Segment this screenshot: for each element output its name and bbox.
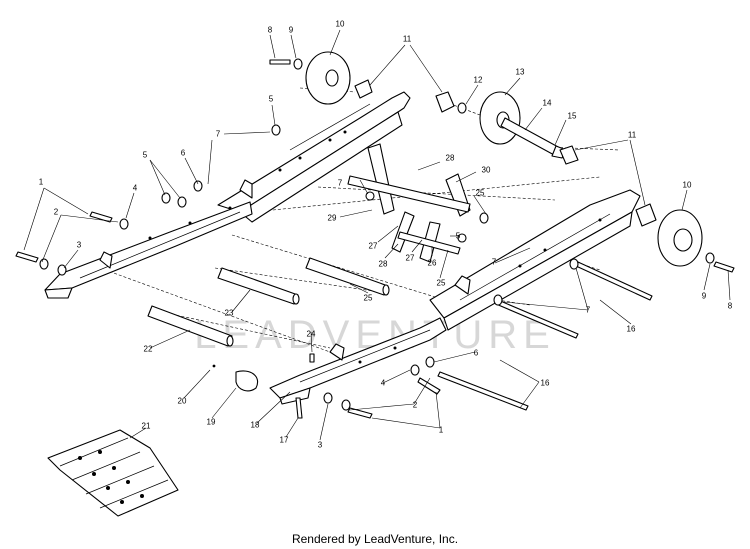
callout-5: 5 — [456, 232, 461, 241]
callout-8: 8 — [728, 302, 733, 311]
callout-25: 25 — [364, 294, 373, 303]
callout-6: 6 — [474, 349, 479, 358]
left-rail — [44, 201, 253, 299]
callout-4: 4 — [381, 379, 386, 388]
callout-2: 2 — [54, 208, 59, 217]
callout-22: 22 — [144, 345, 153, 354]
bracket-rear — [239, 179, 253, 199]
callout-8: 8 — [268, 26, 273, 35]
callout-26: 26 — [428, 259, 437, 268]
idler-wheel-10-top — [305, 51, 373, 105]
callout-16: 16 — [627, 325, 636, 334]
idler-wheel-13 — [479, 91, 567, 159]
callout-9: 9 — [289, 26, 294, 35]
callout-1: 1 — [39, 178, 44, 187]
callout-27: 27 — [406, 254, 415, 263]
callout-29: 29 — [328, 214, 337, 223]
callout-10: 10 — [336, 20, 345, 29]
callout-16: 16 — [541, 379, 550, 388]
callout-27: 27 — [369, 242, 378, 251]
block-11-right — [559, 145, 579, 165]
callout-11: 11 — [628, 131, 637, 140]
callout-21: 21 — [142, 422, 151, 431]
right-rail — [429, 189, 641, 331]
callout-13: 13 — [516, 68, 525, 77]
callout-4: 4 — [133, 184, 138, 193]
bracket-4-left — [99, 251, 113, 269]
callout-9: 9 — [702, 292, 707, 301]
block-11-top — [435, 91, 455, 113]
callout-7: 7 — [586, 306, 591, 315]
link-arms — [347, 143, 471, 263]
callout-labels: 8 9 10 11 12 13 14 15 11 10 9 8 5 7 5 6 … — [39, 20, 733, 450]
cross-tubes — [147, 257, 390, 347]
callout-5: 5 — [269, 95, 274, 104]
callout-15: 15 — [568, 112, 577, 121]
callout-3: 3 — [77, 241, 82, 250]
alignment-lines — [99, 87, 621, 353]
leader-lines — [23, 29, 731, 441]
callout-24: 24 — [307, 330, 316, 339]
callout-1: 1 — [439, 426, 444, 435]
callout-28: 28 — [446, 154, 455, 163]
fasteners — [15, 58, 735, 419]
callout-7: 7 — [338, 179, 343, 188]
callout-11: 11 — [403, 35, 412, 44]
idler-wheel-10-right — [635, 203, 703, 267]
front-rail — [269, 317, 447, 405]
bracket-4-front — [329, 343, 345, 361]
callout-30: 30 — [482, 166, 491, 175]
callout-17: 17 — [280, 436, 289, 445]
callout-25: 25 — [437, 279, 446, 288]
callout-14: 14 — [543, 99, 552, 108]
callout-5: 5 — [143, 151, 148, 160]
callout-7: 7 — [492, 258, 497, 267]
bracket-right — [454, 275, 471, 295]
callout-2: 2 — [413, 401, 418, 410]
callout-3: 3 — [318, 441, 323, 450]
callout-20: 20 — [178, 397, 187, 406]
rear-rail — [217, 91, 411, 223]
callout-7: 7 — [216, 130, 221, 139]
callout-19: 19 — [207, 418, 216, 427]
callout-10: 10 — [683, 181, 692, 190]
callout-12: 12 — [474, 76, 483, 85]
callout-6: 6 — [181, 149, 186, 158]
long-bolts-16 — [437, 261, 653, 411]
render-credit-footer: Rendered by LeadVenture, Inc. — [291, 532, 459, 546]
track-section-21 — [47, 429, 179, 517]
callout-28: 28 — [379, 260, 388, 269]
callout-25: 25 — [476, 189, 485, 198]
callout-23: 23 — [225, 309, 234, 318]
callout-18: 18 — [251, 421, 260, 430]
